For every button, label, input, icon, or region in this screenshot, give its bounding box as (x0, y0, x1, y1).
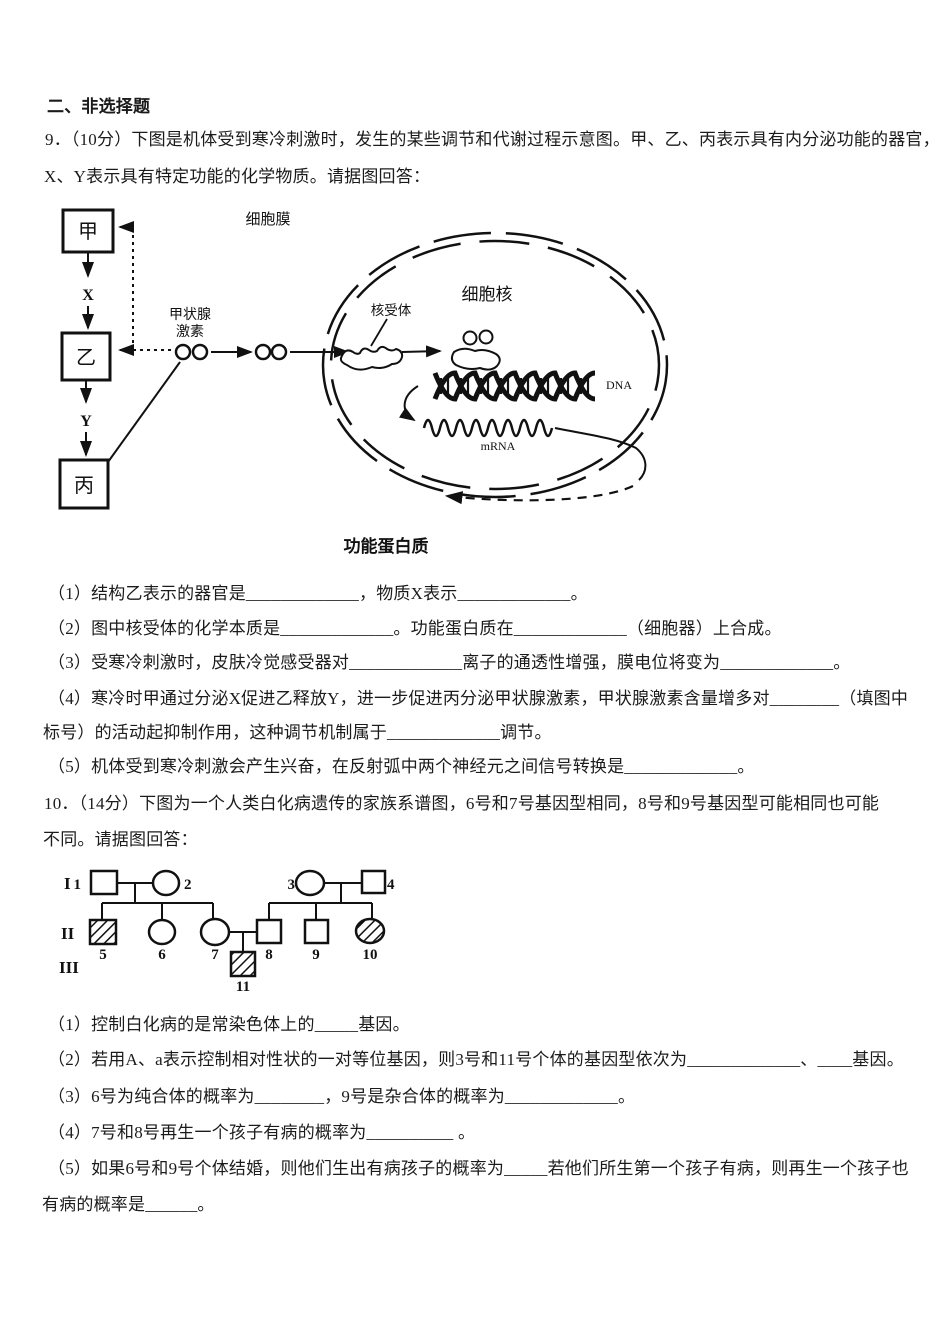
individual-5-affected-male (88, 918, 118, 946)
q9-item-4-line-1: （4）寒冷时甲通过分泌X促进乙释放Y，进一步促进丙分泌甲状腺激素，甲状腺激素含量… (48, 689, 909, 708)
q10-intro-line-1: 10．（14分）下图为一个人类白化病遗传的家族系谱图，6号和7号基因型相同，8号… (44, 794, 880, 813)
mrna-export-path (554, 427, 647, 481)
individual-6-number: 6 (158, 947, 166, 963)
q9-item-5: （5）机体受到寒冷刺激会产生兴奋，在反射弧中两个神经元之间信号转换是______… (48, 757, 755, 776)
q10-item-5-line-2: 有病的概率是______。 (42, 1195, 215, 1214)
functional-protein-label: 功能蛋白质 (344, 536, 429, 556)
mrna-label: mRNA (481, 439, 516, 453)
individual-8-number: 8 (265, 947, 273, 963)
individual-4-unaffected-male (360, 869, 387, 895)
nucleus-label: 细胞核 (462, 285, 513, 304)
dna-double-helix (432, 370, 596, 402)
dna-label: DNA (606, 378, 632, 392)
organ-jia-label: 甲 (78, 221, 98, 243)
individual-2-number: 2 (184, 877, 192, 893)
bound-hormone-molecule (462, 330, 478, 346)
hormone-molecule (254, 343, 272, 361)
hormone-molecule (270, 343, 288, 361)
individual-3-unaffected-female (294, 869, 326, 897)
individual-7-unaffected-female (199, 917, 231, 947)
mrna-wavy-line (422, 418, 554, 438)
q9-item-4-line-2: 标号）的活动起抑制作用，这种调节机制属于_____________调节。 (43, 723, 552, 742)
individual-1-number: 1 (74, 877, 82, 893)
individual-10-affected-female (354, 917, 386, 945)
q10-item-3: （3）6号为纯合体的概率为________，9号是杂合体的概率为________… (48, 1087, 636, 1106)
q9-item-2: （2）图中核受体的化学本质是_____________。功能蛋白质在______… (48, 619, 782, 638)
arrow-transcription (398, 385, 419, 422)
thyroid-hormone-label-line1: 甲状腺 (169, 307, 211, 323)
substance-x-label: X (82, 287, 94, 304)
bound-hormone-molecule (478, 329, 494, 345)
q10-item-4: （4）7号和8号再生一个孩子有病的概率为__________ 。 (48, 1123, 476, 1142)
nuclear-envelope-inner (329, 239, 661, 491)
individual-4-number: 4 (387, 877, 395, 893)
hormone-molecule (174, 343, 192, 361)
arrow-receptor-to-dna (401, 345, 442, 358)
hormone-molecule (191, 343, 209, 361)
q10-item-2: （2）若用A、a表示控制相对性状的一对等位基因，则3号和11号个体的基因型依次为… (48, 1050, 904, 1069)
q10-item-5-line-1: （5）如果6号和9号个体结婚，则他们生出有病孩子的概率为_____若他们所生第一… (48, 1159, 909, 1178)
individual-11-affected-male (229, 950, 257, 978)
q9-intro-line-1: 9．（10分）下图是机体受到寒冷刺激时，发生的某些调节和代谢过程示意图。甲、乙、… (45, 130, 940, 149)
q10-intro-line-2: 不同。请据图回答： (43, 830, 198, 849)
generation-label-2: II (61, 924, 75, 943)
q9-intro-line-2: X、Y表示具有特定功能的化学物质。请据图回答： (44, 167, 431, 186)
organ-bing-box (58, 458, 110, 510)
individual-10-number: 10 (363, 947, 378, 963)
individual-7-number: 7 (211, 947, 219, 963)
feedback-arrow-to-jia (118, 221, 134, 350)
generation-label-1: I (64, 874, 71, 893)
individual-3-number: 3 (288, 877, 296, 893)
organ-bing-label: 丙 (74, 475, 94, 497)
hormone-receptor-complex (450, 347, 501, 371)
pedigree-chart: I II III 1 2 3 4 5 6 (59, 869, 395, 995)
pedigree-connectors (101, 882, 373, 952)
cell-membrane-label: 细胞膜 (245, 211, 290, 228)
nuclear-envelope-outer (321, 231, 669, 499)
arrow-translation-dashed (444, 485, 634, 505)
organ-yi-label: 乙 (76, 347, 96, 369)
individual-11-number: 11 (236, 979, 250, 995)
thyroid-hormone-label-line2: 激素 (176, 323, 204, 340)
q9-item-1: （1）结构乙表示的器官是_____________，物质X表示_________… (48, 584, 588, 603)
q10-item-1: （1）控制白化病的是常染色体上的_____基因。 (48, 1015, 410, 1034)
substance-y-label: Y (80, 413, 92, 430)
nuclear-receptor-label: 核受体 (371, 303, 412, 318)
individual-1-unaffected-male (89, 869, 119, 896)
q9-item-3: （3）受寒冷刺激时，皮肤冷觉感受器对_____________离子的通透性增强，… (48, 653, 851, 672)
individual-9-number: 9 (312, 947, 320, 963)
nuclear-receptor-pointer-line (370, 318, 388, 347)
generation-label-3: III (59, 958, 79, 977)
individual-9-unaffected-male (303, 918, 330, 945)
individual-6-unaffected-female (147, 918, 177, 946)
line-bing-secretes-hormone (107, 361, 181, 463)
hormone-regulation-diagram: 甲 乙 丙 X Y 甲状腺 激素 细胞膜 细胞核 核受体 (58, 208, 669, 556)
nuclear-receptor-shape (339, 345, 404, 371)
individual-2-unaffected-female (151, 869, 181, 897)
section-header: 二、非选择题 (47, 97, 151, 116)
individual-8-unaffected-male (255, 918, 283, 945)
individual-5-number: 5 (99, 947, 107, 963)
